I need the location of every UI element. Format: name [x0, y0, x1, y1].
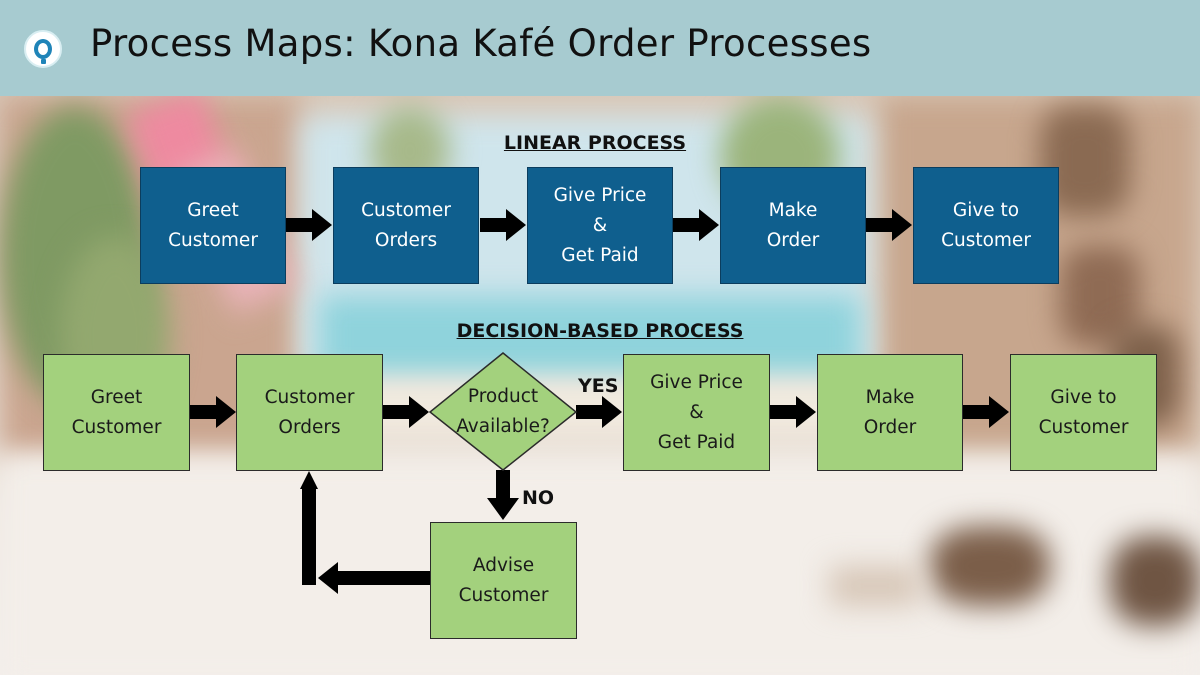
decision-step-customer-orders: Customer Orders	[236, 354, 383, 471]
linear-step-give-customer: Give to Customer	[913, 167, 1059, 284]
decision-step-advise-customer: Advise Customer	[430, 522, 577, 639]
logo-icon	[24, 30, 62, 68]
linear-step-greet-customer: Greet Customer	[140, 167, 286, 284]
arrow-decision-1	[190, 396, 236, 428]
decision-heading: DECISION-BASED PROCESS	[456, 320, 744, 342]
linear-heading: LINEAR PROCESS	[503, 132, 687, 154]
arrow-decision-4	[770, 396, 816, 428]
decision-question: Product Available?	[456, 386, 550, 437]
arrow-no	[487, 470, 519, 520]
arrow-loop-up	[300, 471, 318, 489]
arrow-decision-2	[383, 396, 429, 428]
yes-label: YES	[578, 375, 619, 397]
no-label: NO	[522, 487, 555, 509]
loop-vertical	[302, 489, 316, 585]
linear-step-price-paid: Give Price & Get Paid	[527, 167, 673, 284]
decision-step-give-customer: Give to Customer	[1010, 354, 1157, 471]
arrow-linear-3	[673, 209, 719, 241]
arrow-linear-4	[866, 209, 912, 241]
linear-step-make-order: Make Order	[720, 167, 866, 284]
page-title: Process Maps: Kona Kafé Order Processes	[90, 22, 872, 65]
decision-step-make-order: Make Order	[817, 354, 963, 471]
arrow-loop-left	[318, 562, 430, 594]
title-bar: Process Maps: Kona Kafé Order Processes	[0, 0, 1200, 96]
arrow-linear-1	[286, 209, 332, 241]
linear-step-customer-orders: Customer Orders	[333, 167, 479, 284]
decision-step-greet-customer: Greet Customer	[43, 354, 190, 471]
arrow-decision-5	[963, 396, 1009, 428]
decision-step-price-paid: Give Price & Get Paid	[623, 354, 770, 471]
arrow-yes	[576, 396, 622, 428]
decision-diamond	[428, 352, 578, 471]
arrow-linear-2	[480, 209, 526, 241]
